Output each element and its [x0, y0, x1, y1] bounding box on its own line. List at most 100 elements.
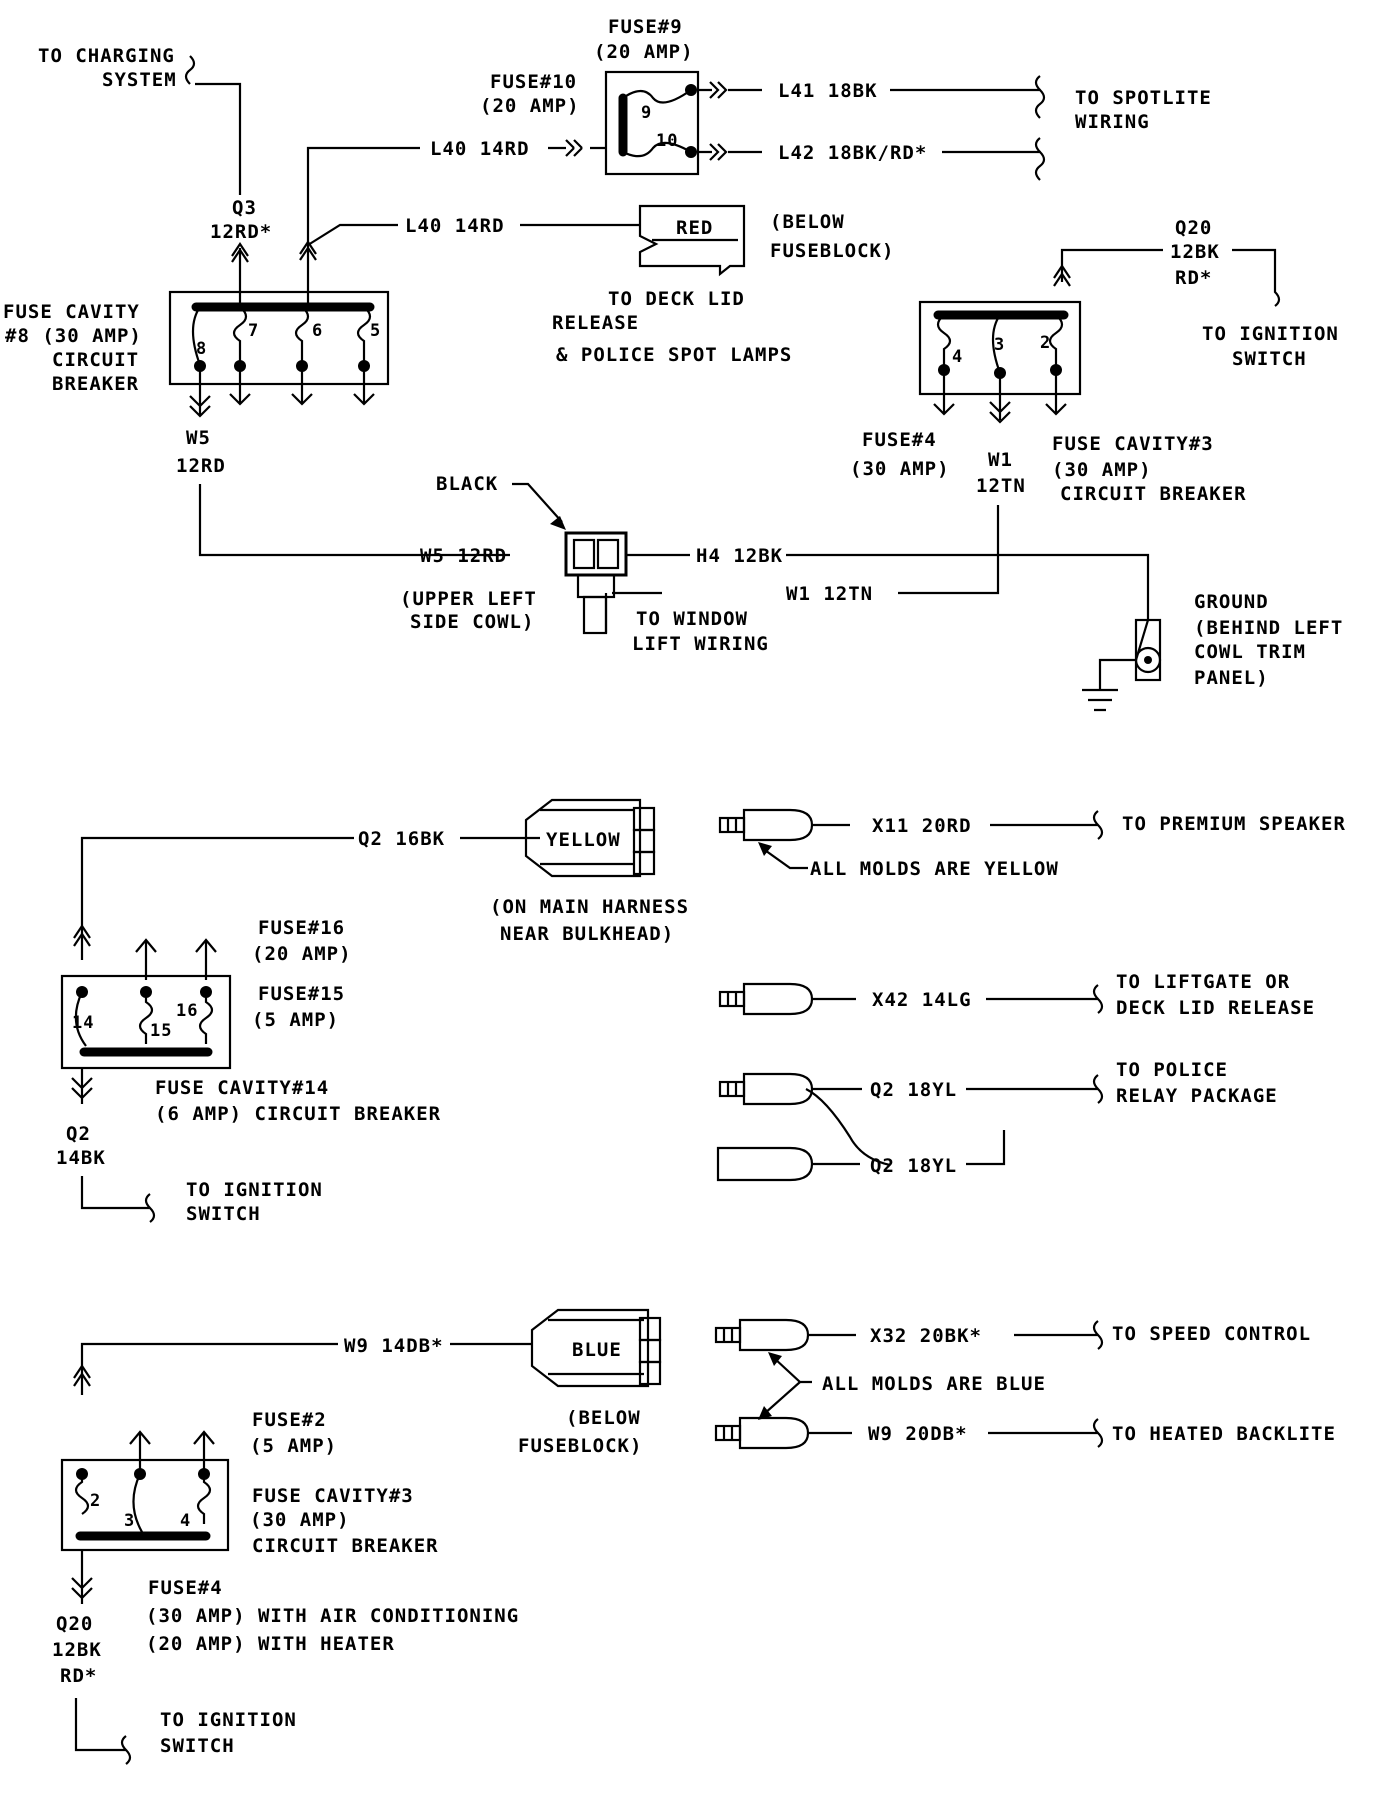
- fuse16-rating: (20 AMP): [252, 943, 352, 965]
- circuit-breaker-14-block: [60, 974, 232, 1070]
- black-connector: [564, 531, 628, 635]
- w9-20db-connector: [714, 1416, 852, 1450]
- cb3-bottom-pos-2: 2: [90, 1491, 101, 1511]
- police-relay-2: RELAY PACKAGE: [1116, 1085, 1278, 1107]
- cb3-top-pos-4: 4: [952, 347, 963, 367]
- ignition-top-1: TO IGNITION: [1202, 323, 1339, 345]
- cb14-pos-15: 15: [150, 1021, 172, 1041]
- cb8-pos-7: 7: [248, 321, 259, 341]
- fuse4-top-rating: (30 AMP): [850, 458, 950, 480]
- cb8-pos-5: 5: [370, 321, 381, 341]
- fuse2-label: FUSE#2: [252, 1409, 327, 1431]
- fuse-cavity3-bottom-1: FUSE CAVITY#3: [252, 1485, 414, 1507]
- window-lift-label-2: LIFT WIRING: [632, 633, 769, 655]
- deck-lid-label-3: & POLICE SPOT LAMPS: [556, 344, 792, 366]
- q20-bottom-3: RD*: [60, 1665, 97, 1687]
- blue-connector: BLUE: [530, 1308, 662, 1388]
- premium-speaker-label: TO PREMIUM SPEAKER: [1122, 813, 1346, 835]
- fuse-cavity3-bottom-2: (30 AMP): [250, 1509, 350, 1531]
- fuse-cavity3-top-3: CIRCUIT BREAKER: [1060, 483, 1247, 505]
- x42-label: X42 14LG: [872, 989, 972, 1011]
- q20-top-3: RD*: [1175, 267, 1212, 289]
- ignition-top-2: SWITCH: [1232, 348, 1307, 370]
- l40-upper-label: L40 14RD: [430, 138, 530, 160]
- upper-left-cowl-1: (UPPER LEFT: [400, 588, 537, 610]
- red-connector: RED: [638, 204, 746, 277]
- speed-control-label: TO SPEED CONTROL: [1112, 1323, 1311, 1345]
- w5-12rd-label: W5 12RD: [420, 545, 507, 567]
- liftgate-label-1: TO LIFTGATE OR: [1116, 971, 1290, 993]
- fuse-cavity8-label-1: FUSE CAVITY: [3, 301, 140, 323]
- circuit-breaker-8-block: [168, 290, 390, 386]
- spotlite-label-2: WIRING: [1075, 111, 1150, 133]
- fuse-cavity3-top-1: FUSE CAVITY#3: [1052, 433, 1214, 455]
- cb8-pos-8: 8: [196, 339, 207, 359]
- q2-18yl-connector-b: [716, 1146, 860, 1182]
- q20-top-2: 12BK: [1170, 241, 1220, 263]
- ground-label-3: COWL TRIM: [1194, 641, 1306, 663]
- charging-system-label-1: TO CHARGING: [38, 45, 175, 67]
- fuse4-top-label: FUSE#4: [862, 429, 937, 451]
- ground-label-4: PANEL): [1194, 667, 1269, 689]
- below-fuseblock-bottom-1: (BELOW: [566, 1407, 641, 1429]
- ground-symbol: [1082, 618, 1162, 712]
- q2-14bk-1: Q2: [66, 1123, 91, 1145]
- heated-backlite-label: TO HEATED BACKLITE: [1112, 1423, 1336, 1445]
- w9-14db-label: W9 14DB*: [344, 1335, 444, 1357]
- q2-18yl-b-label: Q2 18YL: [870, 1155, 957, 1177]
- ground-label-1: GROUND: [1194, 591, 1269, 613]
- svg-text:YELLOW: YELLOW: [546, 829, 621, 851]
- main-harness-2: NEAR BULKHEAD): [500, 923, 674, 945]
- q20-bottom-2: 12BK: [52, 1639, 102, 1661]
- fuse-cavity8-label-4: BREAKER: [52, 373, 139, 395]
- w5-label-1: W5: [186, 427, 211, 449]
- l41-wire-label: L41 18BK: [778, 80, 878, 102]
- q2-14bk-2: 14BK: [56, 1147, 106, 1169]
- fuse-cavity14-2: (6 AMP) CIRCUIT BREAKER: [155, 1103, 441, 1125]
- fuse-cavity3-bottom-3: CIRCUIT BREAKER: [252, 1535, 439, 1557]
- below-fuseblock-top-2: FUSEBLOCK): [770, 240, 894, 262]
- l40-lower-label: L40 14RD: [405, 215, 505, 237]
- x42-connector: [718, 982, 856, 1016]
- fuse9-10-block: [604, 70, 700, 176]
- circuit-breaker-3-bottom-block: [60, 1458, 230, 1552]
- q2-18yl-connector-a: [718, 1072, 891, 1167]
- fuse15-label: FUSE#15: [258, 983, 345, 1005]
- q3-wire: [184, 55, 242, 195]
- fuse10-label: FUSE#10: [490, 71, 577, 93]
- fuse2-rating: (5 AMP): [250, 1435, 337, 1457]
- l42-wire-label: L42 18BK/RD*: [778, 142, 927, 164]
- below-fuseblock-top-1: (BELOW: [770, 211, 845, 233]
- cb14-pos-16: 16: [176, 1001, 198, 1021]
- fuse9-rating: (20 AMP): [594, 41, 694, 63]
- molds-yellow-label: ALL MOLDS ARE YELLOW: [810, 858, 1059, 880]
- below-fuseblock-bottom-2: FUSEBLOCK): [518, 1435, 642, 1457]
- x32-connector: [714, 1318, 856, 1352]
- q20-top-1: Q20: [1175, 217, 1212, 239]
- fuse-cavity14-1: FUSE CAVITY#14: [155, 1077, 329, 1099]
- q20-bottom-1: Q20: [56, 1613, 93, 1635]
- yellow-connector: YELLOW: [524, 798, 656, 878]
- upper-left-cowl-2: SIDE COWL): [410, 611, 534, 633]
- svg-text:BLUE: BLUE: [572, 1339, 622, 1361]
- spotlite-label-1: TO SPOTLITE: [1075, 87, 1212, 109]
- fuse10-number: 10: [656, 131, 678, 151]
- ignition-bottom-2: SWITCH: [160, 1735, 235, 1757]
- w1-12tn-label: W1 12TN: [786, 583, 873, 605]
- fuse9-number: 9: [641, 103, 652, 123]
- fuse4-bottom-2: (30 AMP) WITH AIR CONDITIONING: [146, 1605, 519, 1627]
- fuse9-label: FUSE#9: [608, 16, 683, 38]
- cb3-bottom-pos-4: 4: [180, 1511, 191, 1531]
- charging-system-label-2: SYSTEM: [102, 69, 177, 91]
- q3-label-2: 12RD*: [210, 221, 272, 243]
- deck-lid-label-2: RELEASE: [552, 312, 639, 334]
- w5-label-2: 12RD: [176, 455, 226, 477]
- ignition-bottom-1: TO IGNITION: [160, 1709, 297, 1731]
- fuse4-bottom-1: FUSE#4: [148, 1577, 223, 1599]
- police-relay-1: TO POLICE: [1116, 1059, 1228, 1081]
- fuse-cavity8-label-2: #8 (30 AMP): [5, 325, 142, 347]
- black-label: BLACK: [436, 473, 498, 495]
- cb14-pos-14: 14: [72, 1013, 94, 1033]
- fuse10-rating: (20 AMP): [480, 95, 580, 117]
